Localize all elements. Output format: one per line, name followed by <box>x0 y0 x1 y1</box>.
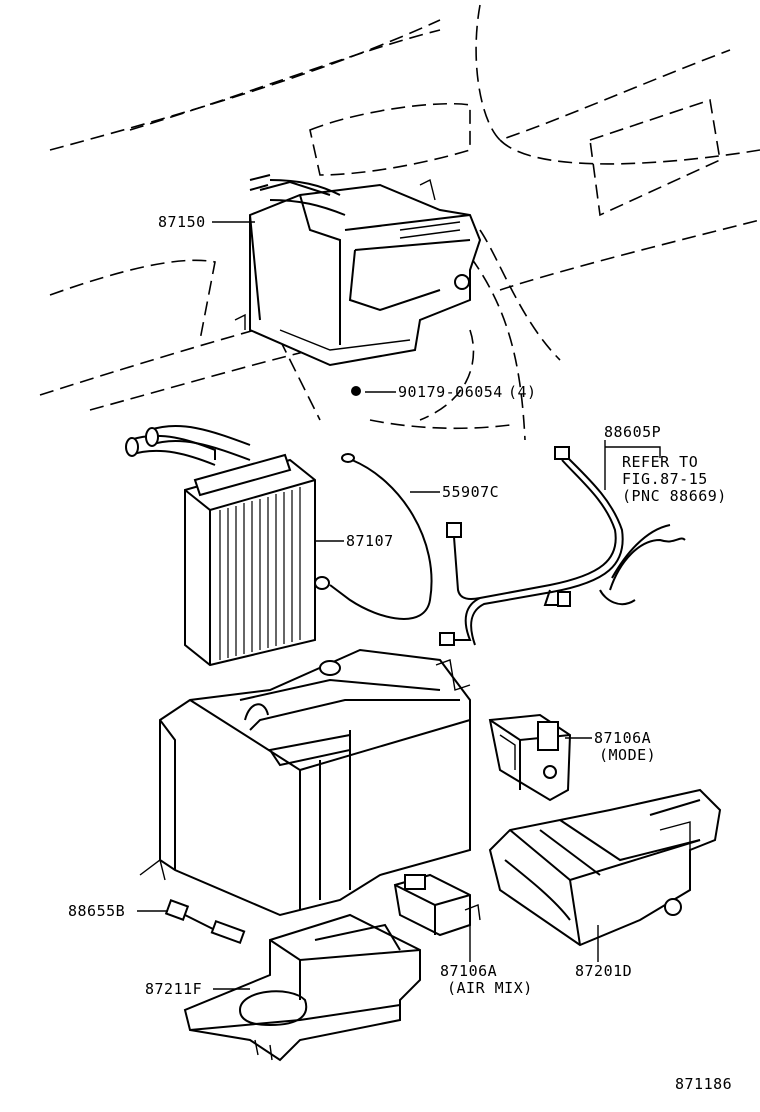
figure-number: 871186 <box>675 1075 732 1093</box>
screw-90179[interactable] <box>351 386 361 396</box>
refer-line-3: (PNC 88669) <box>622 487 727 505</box>
label-87106a-mode[interactable]: 87106A <box>594 729 651 747</box>
label-87107[interactable]: 87107 <box>346 532 394 550</box>
label-55907c[interactable]: 55907C <box>442 483 499 501</box>
lower-cover-87211f[interactable] <box>183 913 421 1062</box>
heater-assembly-87150[interactable] <box>234 174 482 367</box>
label-mode-sub: (MODE) <box>599 746 656 764</box>
blower-case-87201d[interactable] <box>488 788 722 947</box>
label-87106a-air-mix[interactable]: 87106A <box>440 962 497 980</box>
refer-line-2[interactable]: FIG.87-15 <box>622 470 708 488</box>
label-90179-qty: (4) <box>508 383 537 401</box>
wire-harness-88605p[interactable] <box>439 446 686 646</box>
label-air-mix-sub: (AIR MIX) <box>447 979 533 997</box>
label-88655b[interactable]: 88655B <box>68 902 125 920</box>
label-90179-06054[interactable]: 90179-06054 <box>398 383 503 401</box>
servo-motor-air-mix[interactable] <box>393 873 481 937</box>
label-88605p[interactable]: 88605P <box>604 423 661 441</box>
heater-case[interactable] <box>139 648 471 917</box>
part-labels: 87150 90179-06054 (4) 88605P REFER TO FI… <box>68 213 732 1093</box>
leader-lines <box>137 221 661 990</box>
label-87150[interactable]: 87150 <box>158 213 206 231</box>
refer-line-1: REFER TO <box>622 453 698 471</box>
heater-core-87107[interactable] <box>125 424 316 667</box>
servo-motor-mode[interactable] <box>488 713 572 802</box>
label-87201d[interactable]: 87201D <box>575 962 632 980</box>
sensor-wire-55907c[interactable] <box>314 453 433 620</box>
label-87211f[interactable]: 87211F <box>145 980 202 998</box>
connector-88655b[interactable] <box>164 899 246 945</box>
